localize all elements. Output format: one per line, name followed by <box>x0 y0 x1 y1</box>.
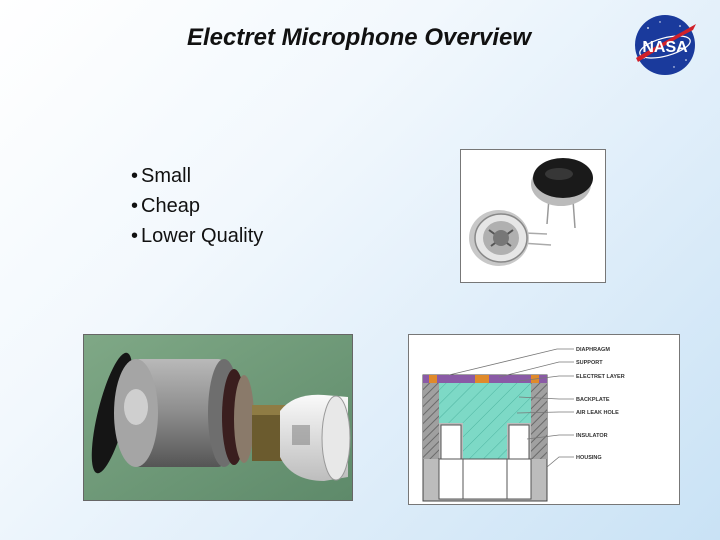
label-diaphragm: DIAPHRAGM <box>576 347 610 353</box>
exploded-render-art <box>84 335 352 500</box>
label-insulator: INSULATOR <box>576 433 608 439</box>
label-support: SUPPORT <box>576 360 603 366</box>
bullet-item: •Small <box>131 165 192 187</box>
microphone-photo-art <box>469 158 593 266</box>
slide-title: Electret Microphone Overview <box>186 24 532 51</box>
bullet-item: •Lower Quality <box>131 225 264 247</box>
cross-section-art: DIAPHRAGM SUPPORT ELECTRET LAYER BACKPLA… <box>422 347 625 502</box>
bullet-item: •Cheap <box>131 195 200 217</box>
label-backplate: BACKPLATE <box>576 397 610 403</box>
label-air-leak-hole: AIR LEAK HOLE <box>576 410 619 416</box>
microphone-photo <box>460 149 606 283</box>
label-electret-layer: ELECTRET LAYER <box>576 374 625 380</box>
nasa-logo-text: NASA <box>642 39 688 56</box>
cross-section-diagram: DIAPHRAGM SUPPORT ELECTRET LAYER BACKPLA… <box>408 334 680 505</box>
label-housing: HOUSING <box>576 455 602 461</box>
bullet-list: •Small •Cheap •Lower Quality <box>131 161 263 251</box>
nasa-logo: NASA <box>635 15 696 75</box>
exploded-render <box>83 334 353 501</box>
